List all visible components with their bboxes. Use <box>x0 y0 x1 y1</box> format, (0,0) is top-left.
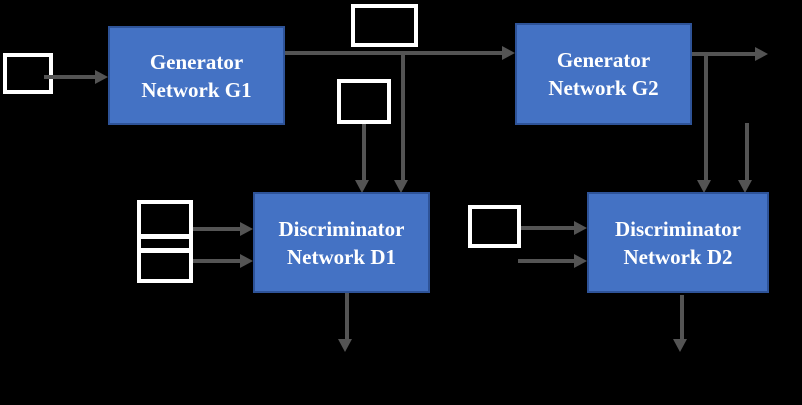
arrow-box-to-d2-bottom-line <box>518 259 575 263</box>
arrow-real-to-d2-head <box>738 180 752 193</box>
arrow-g2-output-line <box>692 52 756 56</box>
arrow-stack-to-d1-top-line <box>193 227 241 231</box>
arrow-d1-output-head <box>338 339 352 352</box>
arrow-real-to-d2-line <box>745 123 749 181</box>
stage1-output-box-top <box>351 4 418 47</box>
arrow-g2-output-head <box>755 47 768 61</box>
arrow-d2-output-line <box>680 295 684 340</box>
arrow-branch-to-d2-head <box>697 180 711 193</box>
d1-input-stack-divider-top <box>141 234 189 239</box>
arrow-sample-to-d1-line <box>362 124 366 181</box>
generator-network-g2-node: Generator Network G2 <box>515 23 692 125</box>
node-label-line: Discriminator <box>278 216 405 241</box>
node-label-line: Network G2 <box>548 76 659 100</box>
node-label-line: Generator <box>149 49 244 74</box>
d1-input-stack-box <box>137 200 193 283</box>
arrow-stack-to-d1-top-head <box>240 222 253 236</box>
node-label-line: Discriminator <box>615 216 741 241</box>
arrow-sample-to-d1-head <box>355 180 369 193</box>
generator-network-g1-node: Generator Network G1 <box>108 26 285 125</box>
arrow-box-to-d2-top-line <box>521 226 575 230</box>
arrow-branch-to-d1-line <box>401 53 405 181</box>
node-label-line: Generator <box>556 48 651 72</box>
arrow-branch-to-d1-head <box>394 180 408 193</box>
discriminator-network-d2-node: Discriminator Network D2 <box>587 192 769 293</box>
arrow-box-to-d2-bottom-head <box>574 254 587 268</box>
arrow-d2-output-head <box>673 339 687 352</box>
arrow-stack-to-d1-bottom-line <box>193 259 241 263</box>
arrow-g1-to-g2-line <box>285 51 503 55</box>
stage1-sample-box <box>337 79 391 124</box>
arrow-box-to-d2-top-head <box>574 221 587 235</box>
arrow-noise-to-g1-head <box>95 70 108 84</box>
node-label-line: Network G1 <box>141 77 252 102</box>
arrow-stack-to-d1-bottom-head <box>240 254 253 268</box>
arrow-branch-to-d2-line <box>704 54 708 181</box>
node-label-line: Network D2 <box>623 244 733 269</box>
d2-input-box <box>468 205 521 248</box>
arrow-d1-output-line <box>345 293 349 340</box>
noise-input-box <box>3 53 53 94</box>
arrow-g1-to-g2-head <box>502 46 515 60</box>
discriminator-network-d1-node: Discriminator Network D1 <box>253 192 430 293</box>
arrow-noise-to-g1-line <box>44 75 96 79</box>
d1-input-stack-divider-bottom <box>141 248 189 253</box>
node-label-line: Network D1 <box>286 244 397 269</box>
